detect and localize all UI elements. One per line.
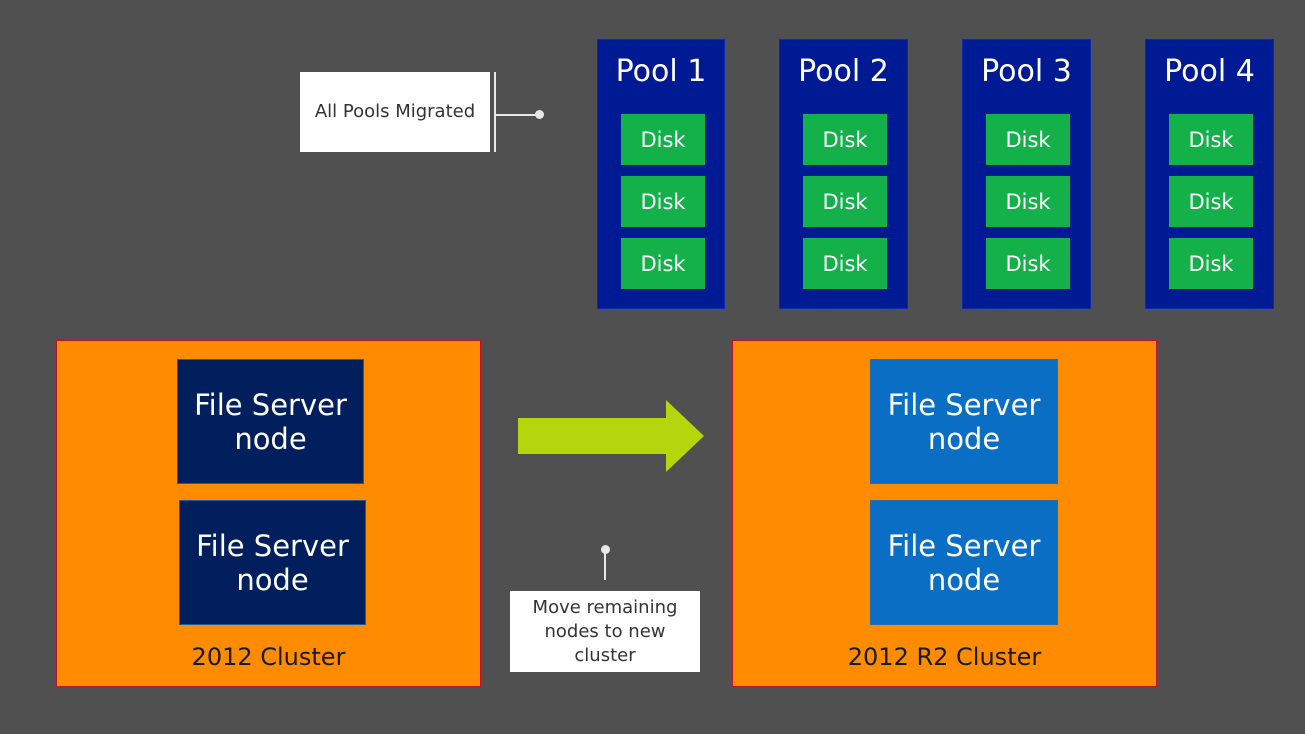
pool-title: Pool 1 [615,54,707,89]
disk: Disk [621,176,705,227]
disk: Disk [1169,238,1253,289]
callout-move-nodes: Move remaining nodes to new cluster [510,591,700,672]
node-label: File Server node [194,387,347,456]
disk: Disk [621,238,705,289]
callout-all-pools-migrated: All Pools Migrated [300,72,490,152]
pool-1: Pool 1 Disk Disk Disk [597,39,725,309]
callout-dot [535,110,544,119]
pool-2: Pool 2 Disk Disk Disk [779,39,908,309]
disk: Disk [986,238,1070,289]
callout-connector [495,114,537,116]
disk: Disk [621,114,705,165]
disk: Disk [1169,114,1253,165]
node-label: File Server node [196,528,349,597]
pool-title: Pool 2 [798,54,889,89]
cluster-2012-r2: File Server node File Server node 2012 R… [732,340,1157,687]
file-server-node: File Server node [870,359,1058,484]
file-server-node: File Server node [179,500,366,625]
callout-connector [604,551,606,580]
disk: Disk [986,114,1070,165]
node-label: File Server node [887,528,1041,597]
node-label: File Server node [887,387,1041,456]
callout-text: All Pools Migrated [314,101,476,122]
pool-4: Pool 4 Disk Disk Disk [1145,39,1274,309]
cluster-label: 2012 Cluster [191,643,346,671]
file-server-node: File Server node [870,500,1058,625]
pool-title: Pool 3 [981,54,1072,89]
disk: Disk [986,176,1070,227]
pool-title: Pool 4 [1164,54,1255,89]
callout-dot [601,545,610,554]
cluster-label: 2012 R2 Cluster [847,643,1042,671]
disk: Disk [1169,176,1253,227]
disk: Disk [803,114,887,165]
disk: Disk [803,176,887,227]
right-arrow-icon [518,400,704,472]
file-server-node: File Server node [177,359,364,484]
cluster-2012: File Server node File Server node 2012 C… [56,340,481,687]
disk: Disk [803,238,887,289]
pool-3: Pool 3 Disk Disk Disk [962,39,1091,309]
callout-bracket [494,72,496,152]
callout-text: Move remaining nodes to new cluster [532,596,678,666]
